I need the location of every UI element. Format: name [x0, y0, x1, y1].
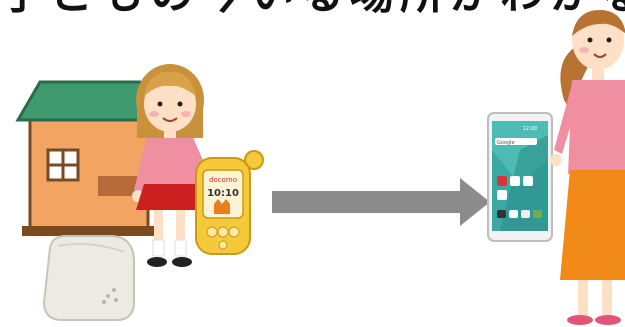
arrow-right-icon: [272, 178, 490, 226]
kids-phone-clock: 10:10: [207, 188, 239, 199]
mother-figure: [550, 10, 625, 325]
smartphone-clock: 12:00: [523, 126, 537, 132]
kids-phone-icon: docomo 10:10: [196, 151, 263, 254]
gps-tag-icon: [44, 236, 134, 320]
kids-phone-brand: docomo: [209, 176, 237, 184]
house-window: [48, 150, 78, 180]
smartphone-search-label: Google: [497, 140, 515, 146]
smartphone-icon: Google 12:00: [488, 113, 552, 241]
